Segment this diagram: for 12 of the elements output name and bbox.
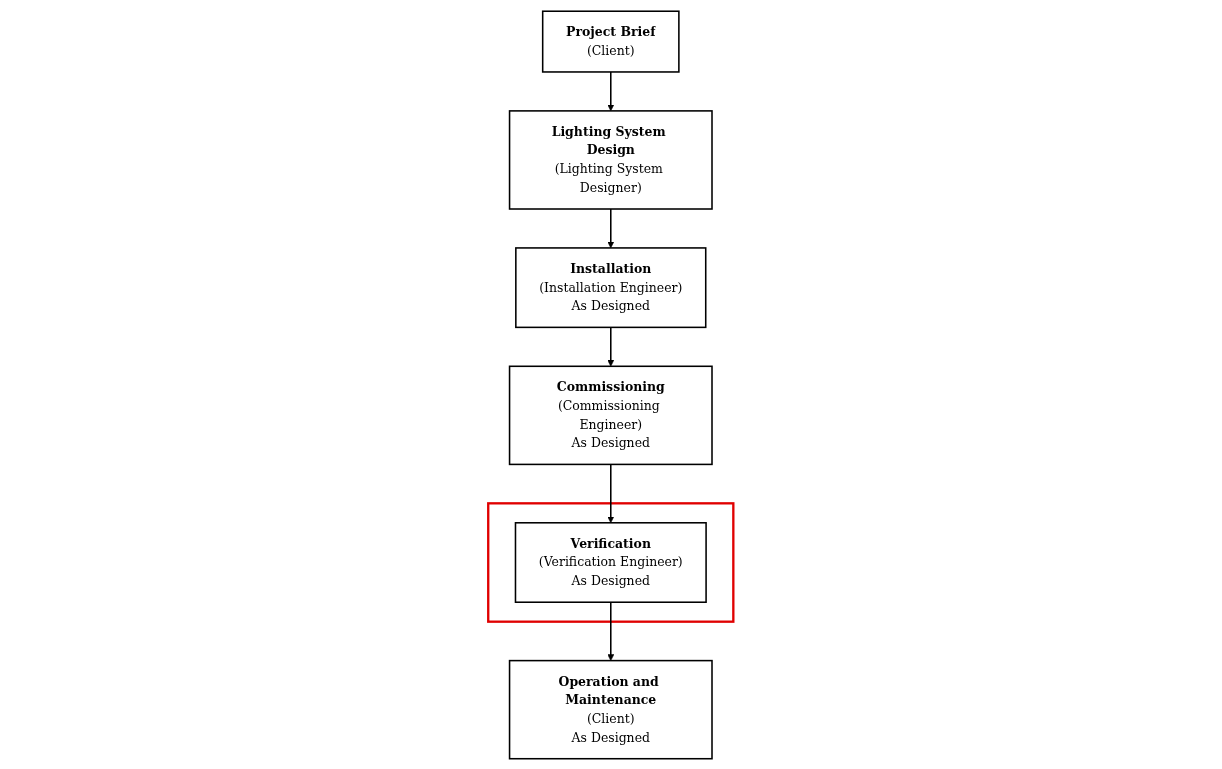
node-box: Project Brief (Client) xyxy=(542,9,680,73)
node-box: Commissioning (Commissioning Engineer) As Designed xyxy=(509,365,713,465)
node-box: Verification (Verification Engineer) As Designed xyxy=(514,521,708,603)
arrow xyxy=(607,600,615,661)
arrow xyxy=(607,463,615,523)
arrow xyxy=(607,207,615,248)
node-box: Operation and Maintenance (Client) As Designed xyxy=(509,659,713,759)
arrow xyxy=(607,326,615,367)
cluster xyxy=(487,501,735,623)
node-box: Lighting System Design (Lighting System Designer) xyxy=(509,109,713,210)
arrow xyxy=(607,70,615,111)
node-box: Installation (Installation Engineer) As Designed xyxy=(515,246,707,328)
